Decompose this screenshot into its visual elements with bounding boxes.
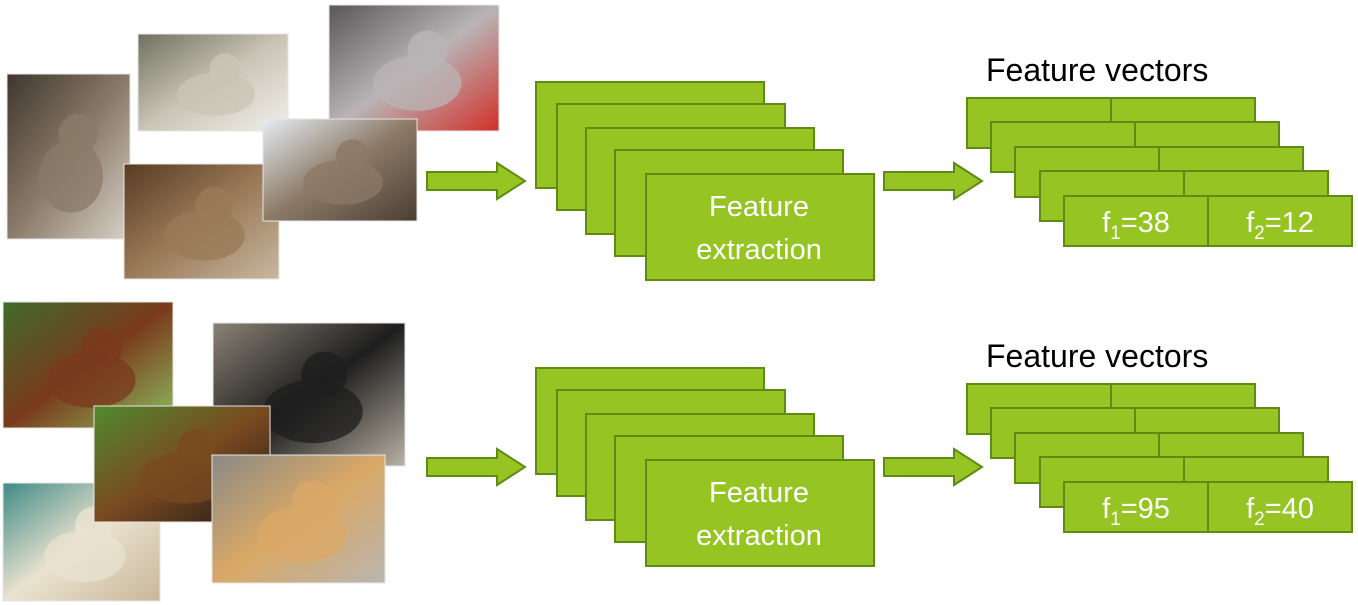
box-label-line1: Feature xyxy=(709,477,809,509)
f1-value: f1=38 xyxy=(1102,207,1170,244)
feature-extraction-box xyxy=(645,173,875,281)
feature-vectors-heading: Feature vectors xyxy=(986,338,1208,374)
f1-value: f1=95 xyxy=(1102,493,1170,530)
f2-value: f2=12 xyxy=(1246,207,1314,244)
box-label-line2: extraction xyxy=(696,520,822,552)
arrow-right-icon xyxy=(426,161,527,201)
arrow-right-icon xyxy=(883,447,984,487)
arrow-right-icon xyxy=(883,161,984,201)
box-label-line1: Feature xyxy=(709,191,809,223)
lying-tabby-cat-photo xyxy=(123,163,280,280)
feature-extraction-box xyxy=(645,459,875,567)
feature-vectors-heading: Feature vectors xyxy=(986,52,1208,88)
box-label-line2: extraction xyxy=(696,234,822,266)
feature-vector xyxy=(1063,195,1353,247)
golden-fluffy-dog-photo xyxy=(211,454,386,584)
dog-row: Feature extraction Feature vectors f1=95 f2=… xyxy=(2,301,1353,602)
calico-cat-photo xyxy=(6,73,131,240)
grey-kitten-photo xyxy=(328,4,500,132)
feature-vector xyxy=(1063,481,1353,533)
f2-value: f2=40 xyxy=(1246,493,1314,530)
snow-tabby-cat-photo xyxy=(262,118,418,222)
cat-row: Feature extraction Feature vectors f1=38 f2=… xyxy=(6,4,1353,281)
arrow-right-icon xyxy=(426,447,527,487)
black-labrador-dog-photo xyxy=(212,322,406,467)
white-tabby-cat-photo xyxy=(137,33,289,132)
